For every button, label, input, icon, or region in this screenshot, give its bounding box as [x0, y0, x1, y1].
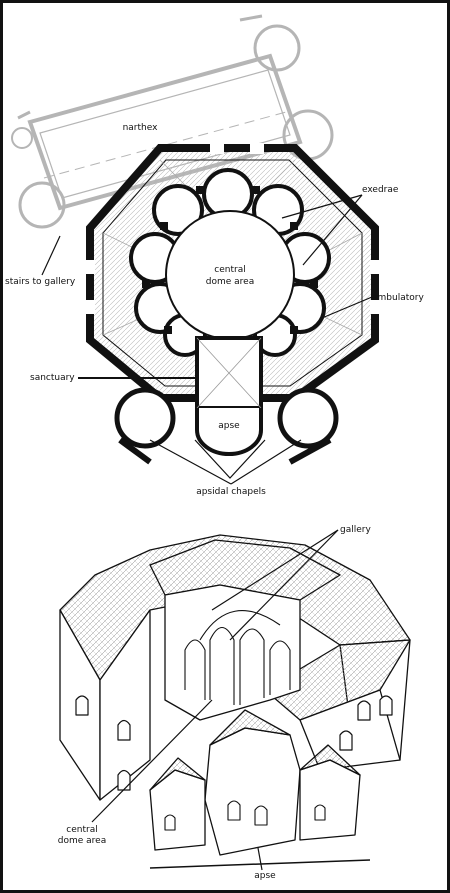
label-gallery: gallery [340, 525, 371, 535]
label-sanctuary: sanctuary [30, 373, 75, 383]
windows [75, 695, 393, 791]
axonometric-view: gallery central dome area apse [58, 525, 411, 881]
inner-drum [164, 584, 301, 721]
label-central-2: dome area [206, 277, 254, 287]
ground-line [149, 859, 371, 869]
gallery-arches [184, 610, 291, 705]
chapel-wedge [194, 439, 266, 479]
label-apse: apse [218, 421, 240, 431]
label-ambulatory: ambulatory [372, 293, 424, 303]
label-exedrae: exedrae [362, 185, 399, 195]
central-dome [165, 210, 295, 340]
right-roof [264, 639, 411, 721]
apse-chapel-left-roof [149, 757, 206, 791]
plan-leader-lines [41, 194, 373, 485]
label-central-1: central [214, 265, 245, 275]
left-wall-2 [99, 609, 151, 801]
apse-chapel-right-roof [299, 744, 361, 776]
label-axo-apse: apse [254, 871, 276, 881]
label-stairs: stairs to gallery [5, 277, 76, 287]
label-apsidal-chapels: apsidal chapels [196, 487, 266, 497]
apse-chapel-right [299, 759, 361, 841]
apse-roof [209, 709, 291, 746]
label-axo-central-2: dome area [58, 836, 106, 846]
apse-windows [164, 800, 326, 831]
exedrae-columns [142, 186, 318, 334]
label-axo-central-1: central [66, 825, 97, 835]
floor-plan: narthex exedrae stairs to gallery centra… [5, 14, 424, 497]
axo-leader-lines [91, 529, 339, 871]
label-narthex: narthex [123, 123, 159, 133]
narthex [11, 14, 334, 229]
sanctuary [195, 336, 263, 456]
apse-drum [204, 727, 301, 856]
apsidal-chapels [114, 387, 339, 465]
